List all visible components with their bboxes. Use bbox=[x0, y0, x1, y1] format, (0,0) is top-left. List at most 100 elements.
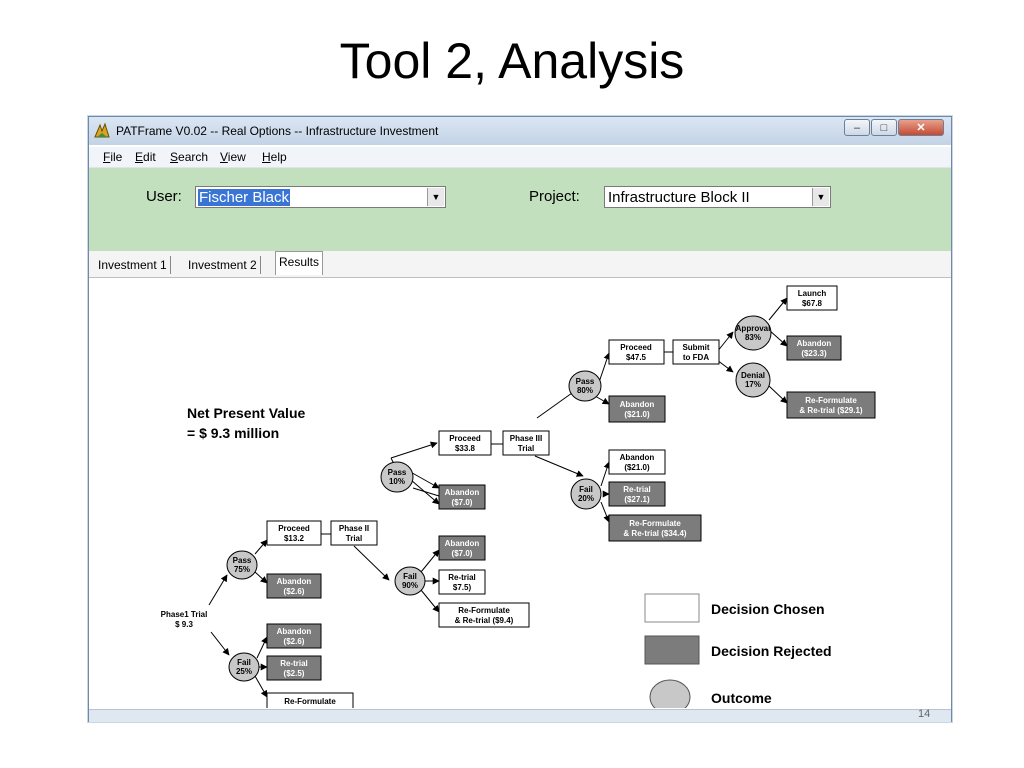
fail3-abandon-box[interactable]: Abandon($21.0) bbox=[608, 449, 666, 475]
svg-text:Phase III: Phase III bbox=[510, 434, 542, 443]
svg-text:& Re-trial ($9.4): & Re-trial ($9.4) bbox=[455, 616, 514, 625]
svg-text:Pass: Pass bbox=[388, 468, 407, 477]
patframe-window: PATFrame V0.02 -- Real Options -- Infras… bbox=[88, 116, 952, 722]
tab-results[interactable]: Results bbox=[275, 251, 324, 275]
svg-text:Phase II: Phase II bbox=[339, 524, 369, 533]
status-bar bbox=[89, 709, 951, 722]
legend-chosen-label: Decision Chosen bbox=[711, 601, 825, 617]
title-bar[interactable]: PATFrame V0.02 -- Real Options -- Infras… bbox=[89, 117, 951, 145]
legend-chosen-swatch bbox=[644, 593, 700, 623]
svg-text:Re-Formulate: Re-Formulate bbox=[805, 396, 857, 405]
svg-text:$47.5: $47.5 bbox=[626, 353, 647, 362]
svg-text:17%: 17% bbox=[745, 380, 761, 389]
svg-text:Re-Formulate: Re-Formulate bbox=[458, 606, 510, 615]
legend-rejected-label: Decision Rejected bbox=[711, 643, 832, 659]
svg-text:($7.0): ($7.0) bbox=[452, 498, 473, 507]
fail3-retrial-box[interactable]: Re-trial($27.1) bbox=[608, 481, 666, 507]
proceed2-box[interactable]: Proceed$33.8 bbox=[438, 430, 492, 456]
patframe-app-icon bbox=[94, 122, 110, 138]
svg-text:$7.5): $7.5) bbox=[453, 583, 472, 592]
svg-text:Proceed: Proceed bbox=[278, 524, 310, 533]
menu-bar: File Edit Search View Help bbox=[89, 147, 951, 168]
project-select[interactable]: Infrastructure Block II ▼ bbox=[604, 186, 831, 208]
svg-text:Pass: Pass bbox=[233, 556, 252, 565]
menu-edit[interactable]: Edit bbox=[135, 150, 156, 164]
svg-text:Approval: Approval bbox=[736, 324, 771, 333]
results-panel: .t{font-family:"Liberation Sans",sans-se… bbox=[89, 277, 951, 710]
close-button[interactable]: ✕ bbox=[898, 119, 944, 136]
proceed3-box[interactable]: Proceed$47.5 bbox=[608, 339, 665, 365]
window-title: PATFrame V0.02 -- Real Options -- Infras… bbox=[116, 124, 439, 138]
svg-text:$13.2: $13.2 bbox=[284, 534, 305, 543]
fail1-abandon-box[interactable]: Abandon($2.6) bbox=[266, 623, 322, 649]
legend-outcome-swatch bbox=[649, 679, 691, 708]
slide-title: Tool 2, Analysis bbox=[339, 33, 685, 89]
menu-search[interactable]: Search bbox=[170, 150, 209, 164]
page-number: 14 bbox=[918, 708, 931, 720]
svg-text:($2.6): ($2.6) bbox=[284, 587, 305, 596]
fail2-reformulate-box[interactable]: Re-Formulate& Re-trial ($9.4) bbox=[438, 602, 530, 628]
svg-text:Abandon: Abandon bbox=[445, 539, 480, 548]
user-value: Fischer Black bbox=[198, 189, 291, 206]
denial-reformulate-box[interactable]: Re-Formulate& Re-trial ($29.1) bbox=[786, 391, 876, 419]
fail1-retrial-box[interactable]: Re-trial($2.5) bbox=[266, 655, 322, 681]
svg-text:Abandon: Abandon bbox=[620, 400, 655, 409]
svg-text:Abandon: Abandon bbox=[445, 488, 480, 497]
svg-text:Fail: Fail bbox=[403, 572, 417, 581]
menu-view[interactable]: View bbox=[220, 150, 246, 164]
menu-file[interactable]: File bbox=[103, 150, 123, 164]
svg-text:Re-trial: Re-trial bbox=[280, 659, 308, 668]
abandon2-box[interactable]: Abandon($7.0) bbox=[438, 484, 486, 510]
decision-tree-diagram: .t{font-family:"Liberation Sans",sans-se… bbox=[161, 285, 876, 708]
fail3-reformulate-box[interactable]: Re-Formulate& Re-trial ($34.4) bbox=[608, 514, 702, 542]
svg-text:Launch: Launch bbox=[798, 289, 827, 298]
svg-text:Fail: Fail bbox=[237, 658, 251, 667]
chevron-down-icon[interactable]: ▼ bbox=[427, 188, 444, 206]
svg-text:75%: 75% bbox=[234, 565, 250, 574]
maximize-icon: □ bbox=[880, 122, 888, 134]
decision-tree: .t{font-family:"Liberation Sans",sans-se… bbox=[149, 280, 876, 708]
svg-text:($23.3): ($23.3) bbox=[801, 349, 827, 358]
svg-text:Re-Formulate: Re-Formulate bbox=[284, 697, 336, 706]
svg-text:Trial: Trial bbox=[518, 444, 534, 453]
abandon3-box[interactable]: Abandon($21.0) bbox=[608, 395, 666, 423]
abandon1-box[interactable]: Abandon($2.6) bbox=[266, 573, 322, 599]
project-value: Infrastructure Block II bbox=[608, 189, 750, 206]
tab-investment-1[interactable]: Investment 1 bbox=[95, 256, 171, 274]
minimize-button[interactable]: – bbox=[844, 119, 870, 136]
fail1-reformulate-box[interactable]: Re-Formulate bbox=[266, 692, 354, 708]
root-phase1-value: $ 9.3 bbox=[175, 620, 193, 629]
chevron-down-icon[interactable]: ▼ bbox=[812, 188, 829, 206]
proceed1-box[interactable]: Proceed$13.2 bbox=[266, 520, 322, 546]
maximize-button[interactable]: □ bbox=[871, 119, 897, 136]
tab-investment-2[interactable]: Investment 2 bbox=[185, 256, 261, 274]
fail2-abandon-box[interactable]: Abandon($7.0) bbox=[438, 535, 486, 561]
user-select[interactable]: Fischer Black ▼ bbox=[195, 186, 446, 208]
svg-text:80%: 80% bbox=[577, 386, 593, 395]
svg-text:83%: 83% bbox=[745, 333, 761, 342]
svg-text:Abandon: Abandon bbox=[797, 339, 832, 348]
svg-text:($21.0): ($21.0) bbox=[624, 410, 650, 419]
menu-help[interactable]: Help bbox=[262, 150, 287, 164]
launch-box[interactable]: Launch$67.8 bbox=[786, 285, 838, 311]
legend-outcome-label: Outcome bbox=[711, 690, 772, 706]
svg-text:Fail: Fail bbox=[579, 485, 593, 494]
svg-text:10%: 10% bbox=[389, 477, 405, 486]
approval-abandon-box[interactable]: Abandon($23.3) bbox=[786, 335, 842, 361]
fail2-retrial-box[interactable]: Re-trial$7.5) bbox=[438, 569, 486, 595]
svg-text:Abandon: Abandon bbox=[277, 627, 312, 636]
npv-label: Net Present Value bbox=[187, 405, 305, 421]
svg-text:Proceed: Proceed bbox=[620, 343, 652, 352]
svg-text:Proceed: Proceed bbox=[449, 434, 481, 443]
